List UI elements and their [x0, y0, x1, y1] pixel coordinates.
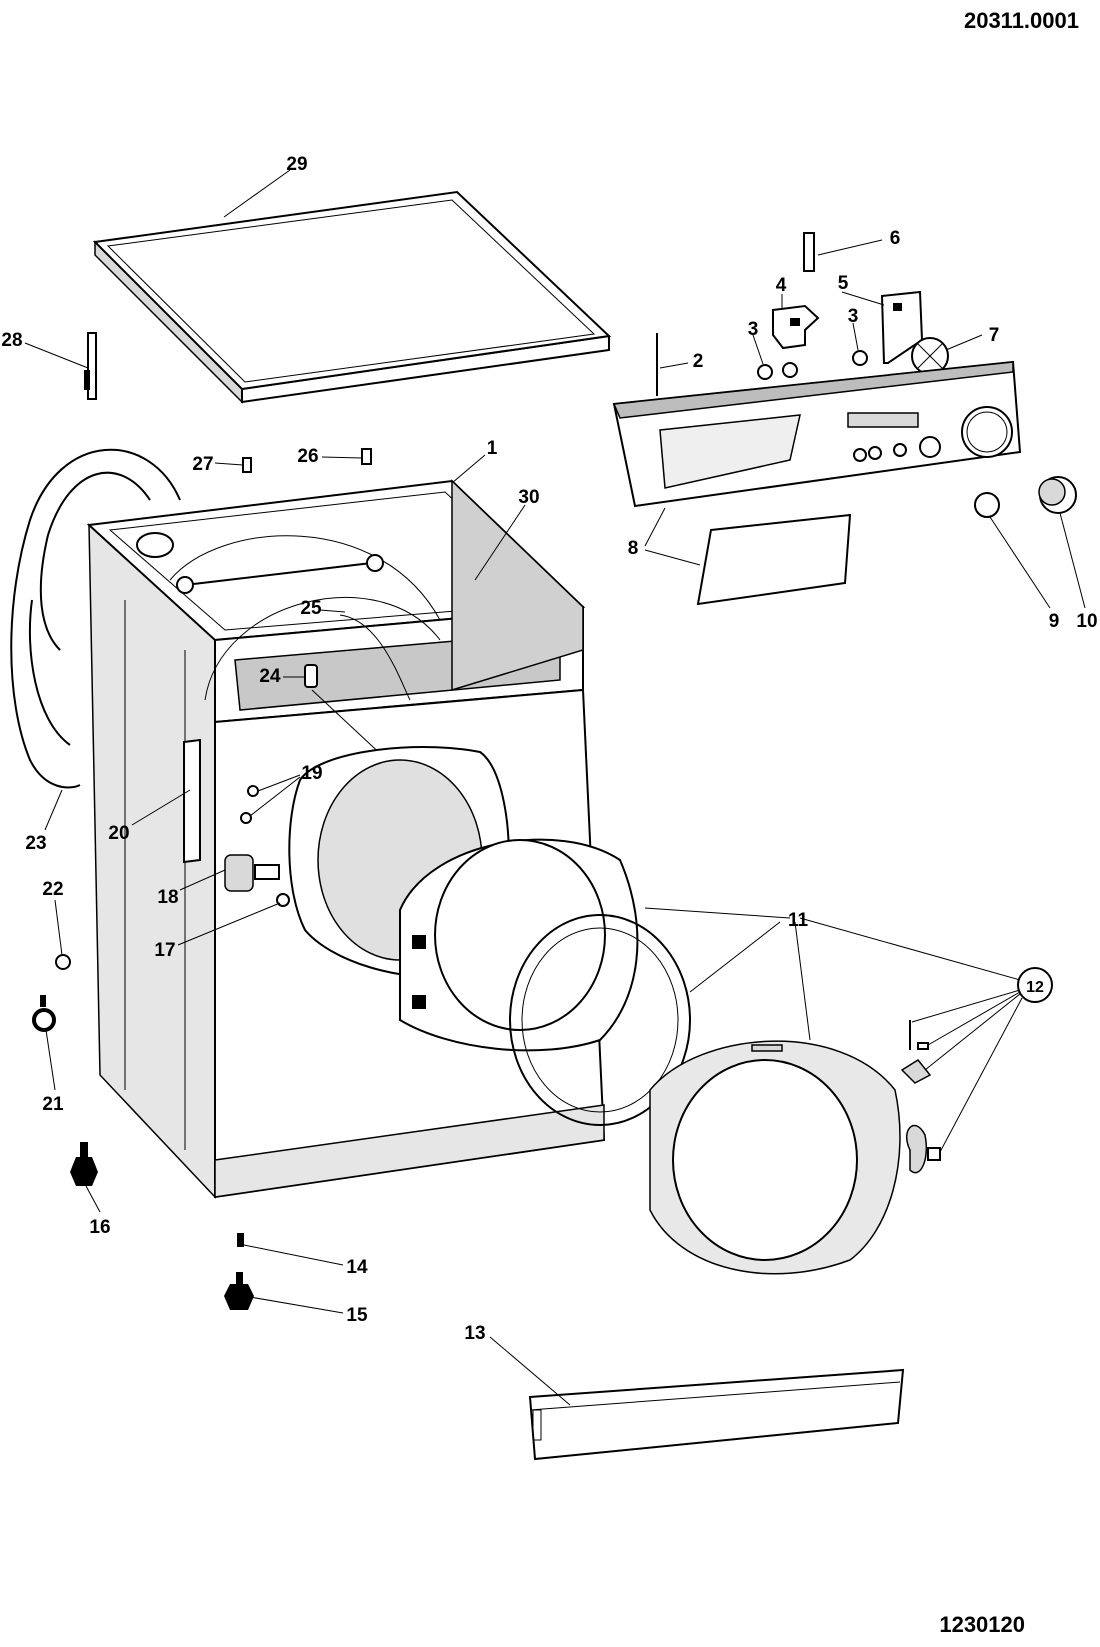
- callout-21: 21: [42, 1094, 64, 1115]
- seal-clamp-spring: [55, 954, 71, 970]
- callout-12-circle: [1017, 967, 1053, 1003]
- callout-20: 20: [108, 823, 129, 844]
- callout-2: 2: [693, 351, 704, 372]
- callout-16: 16: [89, 1217, 110, 1238]
- callout-18: 18: [157, 887, 178, 908]
- selector-dial: [911, 337, 949, 375]
- sheet-code: 20311.0001: [964, 8, 1079, 33]
- door-outer-trim: [649, 1040, 901, 1275]
- callout-28: 28: [1, 330, 22, 351]
- kick-plate: [528, 1368, 905, 1461]
- door-hinge-parts: [900, 1020, 941, 1174]
- callout-4: 4: [776, 275, 787, 296]
- clip-27: [242, 457, 252, 473]
- small-knob: [974, 492, 1000, 518]
- callout-29: 29: [286, 154, 307, 175]
- callout-3-right: 3: [848, 306, 859, 327]
- callout-8: 8: [628, 538, 639, 559]
- hinge-assembly: [183, 738, 290, 907]
- callout-12: 12: [1026, 979, 1044, 996]
- control-panel: [612, 360, 1022, 508]
- foot-screw: [237, 1233, 244, 1247]
- callout-17: 17: [154, 940, 175, 961]
- drain-pipe: [339, 614, 411, 701]
- callout-6: 6: [890, 228, 901, 249]
- callout-30: 30: [518, 487, 539, 508]
- button-c: [852, 350, 868, 366]
- drawer-handle: [696, 513, 852, 606]
- callout-11: 11: [788, 910, 809, 931]
- drawing-number: 1230120: [939, 1612, 1025, 1637]
- callout-24: 24: [259, 666, 281, 687]
- callout-10: 10: [1076, 611, 1097, 632]
- callout-3-left: 3: [748, 319, 759, 340]
- callout-15: 15: [346, 1305, 368, 1326]
- clamp-ring: [32, 995, 56, 1032]
- callout-14: 14: [346, 1257, 368, 1278]
- rear-drum-seal: [10, 448, 181, 789]
- callout-9: 9: [1049, 611, 1060, 632]
- control-knob-insert: [803, 232, 815, 272]
- door-lock-switch: [304, 664, 318, 688]
- top-lid: [92, 190, 612, 404]
- rear-foot: [70, 1142, 98, 1186]
- button-b: [782, 362, 798, 378]
- callout-23: 23: [25, 833, 46, 854]
- timer-board: [880, 290, 924, 364]
- door-inner-frame: [399, 838, 639, 1052]
- lid-bracket: [84, 332, 97, 400]
- callout-13: 13: [464, 1323, 485, 1344]
- electronic-board: [772, 304, 820, 350]
- callout-19: 19: [301, 763, 322, 784]
- callout-7: 7: [989, 325, 1000, 346]
- large-knob: [1038, 476, 1077, 514]
- callout-26: 26: [297, 446, 318, 467]
- callout-22: 22: [42, 879, 63, 900]
- button-a: [757, 364, 773, 380]
- callout-27: 27: [192, 454, 213, 475]
- callout-5: 5: [838, 273, 849, 294]
- callout-labels: 29 28 6 5 4 3 3 7 2 27 26 1 30 8 9 10 25…: [1, 154, 1097, 1344]
- callout-1: 1: [487, 438, 498, 459]
- front-foot: [224, 1272, 254, 1310]
- door-glass: [509, 914, 691, 1126]
- clip-26: [361, 448, 372, 465]
- callout-25: 25: [300, 598, 322, 619]
- leader-lines: [24, 169, 1086, 1406]
